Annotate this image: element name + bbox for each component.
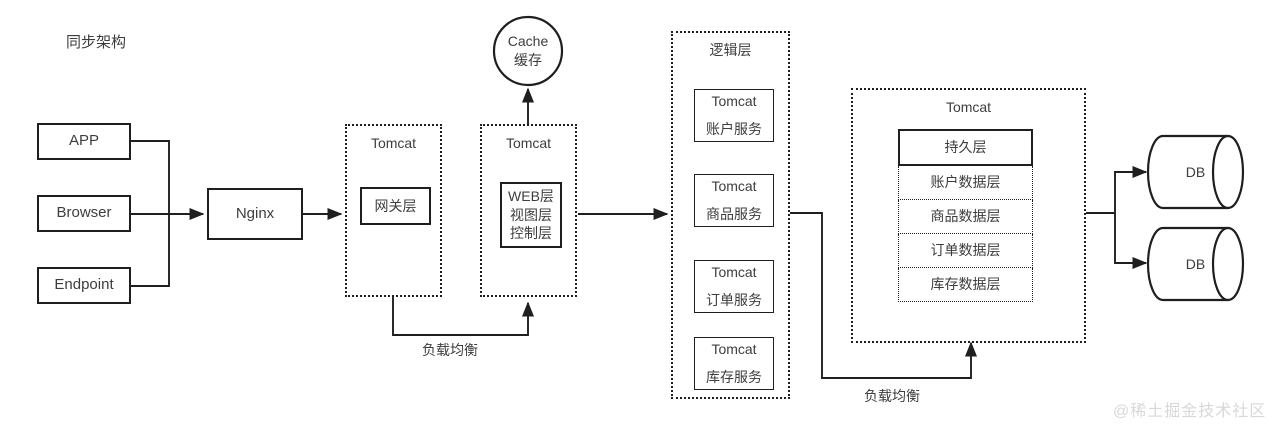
- data-layer-account[interactable]: 账户数据层: [898, 166, 1033, 200]
- nginx-label: Nginx: [235, 204, 275, 222]
- data-layer-order[interactable]: 订单数据层: [898, 234, 1033, 268]
- cache-label-en: Cache: [507, 33, 549, 50]
- persistence-tomcat-label: Tomcat: [945, 99, 992, 115]
- service-name: 订单服务: [706, 292, 762, 308]
- logic-layer-container: 逻辑层 Tomcat 账户服务 Tomcat 商品服务 Tomcat 订单服务 …: [671, 31, 790, 399]
- persistence-tomcat-container: Tomcat 持久层 账户数据层 商品数据层 订单数据层 库存数据层: [851, 88, 1086, 343]
- edge-endpoint-to-nginx: [131, 214, 170, 287]
- cache-label-cn: 缓存: [514, 52, 542, 68]
- cache-node[interactable]: Cache 缓存: [494, 30, 562, 72]
- service-runtime: Tomcat: [711, 178, 757, 195]
- data-layer-label: 商品数据层: [930, 208, 1001, 225]
- edge-load-balance-left: [392, 297, 535, 336]
- load-balance-label-right: 负载均衡: [864, 388, 920, 404]
- watermark: @稀土掘金技术社区: [1113, 403, 1267, 420]
- edge-logic-to-persistence: [790, 212, 978, 379]
- web-tomcat-label: Tomcat: [505, 135, 552, 151]
- cache-circle: [492, 15, 564, 87]
- data-layer-inventory[interactable]: 库存数据层: [898, 268, 1033, 302]
- data-layer-label: 订单数据层: [930, 242, 1001, 259]
- client-label: Browser: [56, 204, 112, 222]
- gateway-layer-box[interactable]: 网关层: [360, 187, 431, 225]
- edge-app-to-nginx: [131, 140, 170, 214]
- data-layer-label: 账户数据层: [930, 174, 1001, 191]
- edge-to-db-1: [1114, 165, 1148, 213]
- web-layer-line-3: 控制层: [510, 225, 552, 242]
- load-balance-label-left: 负载均衡: [422, 342, 478, 358]
- web-layer-line-2: 视图层: [510, 206, 552, 223]
- logic-layer-label: 逻辑层: [709, 42, 752, 58]
- persistence-head-label: 持久层: [944, 139, 987, 156]
- client-label: APP: [68, 132, 99, 150]
- service-box-inventory[interactable]: Tomcat 库存服务: [694, 337, 774, 390]
- client-label: Endpoint: [54, 276, 114, 294]
- service-box-product[interactable]: Tomcat 商品服务: [694, 174, 774, 227]
- client-box-browser[interactable]: Browser: [37, 195, 131, 232]
- service-name: 商品服务: [706, 206, 762, 222]
- client-box-app[interactable]: APP: [37, 123, 131, 160]
- gateway-layer-label: 网关层: [374, 197, 417, 214]
- service-box-order[interactable]: Tomcat 订单服务: [694, 260, 774, 313]
- web-tomcat-container: Tomcat WEB层 视图层 控制层: [480, 124, 577, 297]
- edge-to-db-2: [1114, 213, 1148, 270]
- nginx-box[interactable]: Nginx: [207, 188, 303, 240]
- db-label-1: DB: [1185, 164, 1206, 180]
- db-label-2: DB: [1185, 256, 1206, 272]
- db-cylinder-1: [1146, 134, 1245, 210]
- service-runtime: Tomcat: [711, 93, 757, 110]
- data-layer-label: 库存数据层: [930, 276, 1001, 293]
- gateway-tomcat-label: Tomcat: [370, 135, 417, 151]
- service-name: 账户服务: [706, 121, 762, 137]
- client-box-endpoint[interactable]: Endpoint: [37, 267, 131, 304]
- service-name: 库存服务: [706, 369, 762, 385]
- page-title: 同步架构: [66, 34, 127, 51]
- db-cylinder-2: [1146, 226, 1245, 302]
- service-runtime: Tomcat: [711, 341, 757, 358]
- web-layer-box[interactable]: WEB层 视图层 控制层: [500, 182, 562, 248]
- web-layer-line-1: WEB层: [508, 187, 554, 204]
- service-box-account[interactable]: Tomcat 账户服务: [694, 89, 774, 142]
- service-runtime: Tomcat: [711, 264, 757, 281]
- gateway-tomcat-container: Tomcat 网关层: [345, 124, 442, 297]
- data-layer-product[interactable]: 商品数据层: [898, 200, 1033, 234]
- persistence-head-box[interactable]: 持久层: [898, 129, 1033, 166]
